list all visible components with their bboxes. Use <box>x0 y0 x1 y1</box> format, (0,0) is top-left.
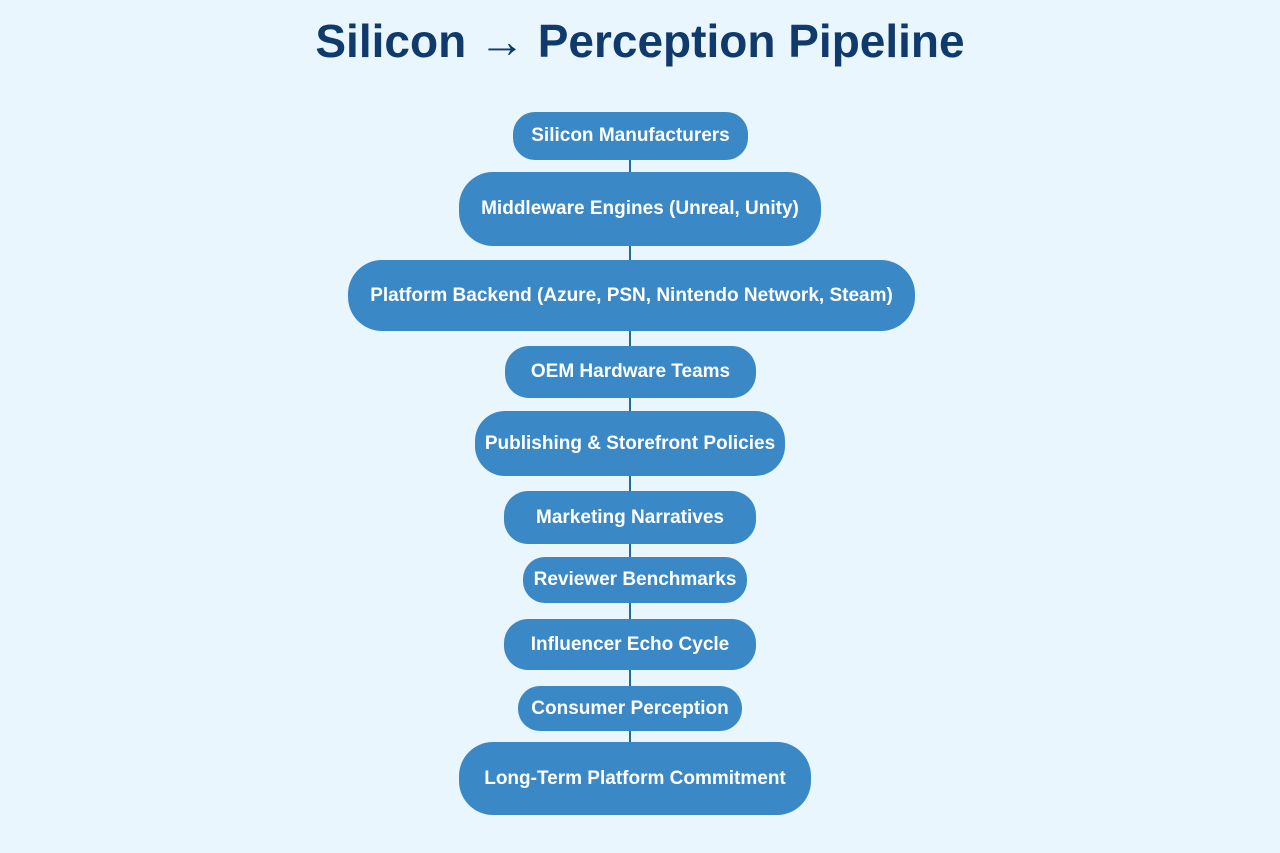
node-oem-hardware-teams: OEM Hardware Teams <box>505 346 756 398</box>
node-marketing-narratives: Marketing Narratives <box>504 491 756 544</box>
node-platform-backend: Platform Backend (Azure, PSN, Nintendo N… <box>348 260 915 331</box>
node-silicon-manufacturers: Silicon Manufacturers <box>513 112 748 160</box>
node-long-term-commitment: Long-Term Platform Commitment <box>459 742 811 815</box>
node-middleware-engines: Middleware Engines (Unreal, Unity) <box>459 172 821 246</box>
node-reviewer-benchmarks: Reviewer Benchmarks <box>523 557 747 603</box>
node-influencer-echo-cycle: Influencer Echo Cycle <box>504 619 756 670</box>
node-consumer-perception: Consumer Perception <box>518 686 742 731</box>
diagram-title: Silicon → Perception Pipeline <box>315 15 965 67</box>
node-publishing-storefront: Publishing & Storefront Policies <box>475 411 785 476</box>
